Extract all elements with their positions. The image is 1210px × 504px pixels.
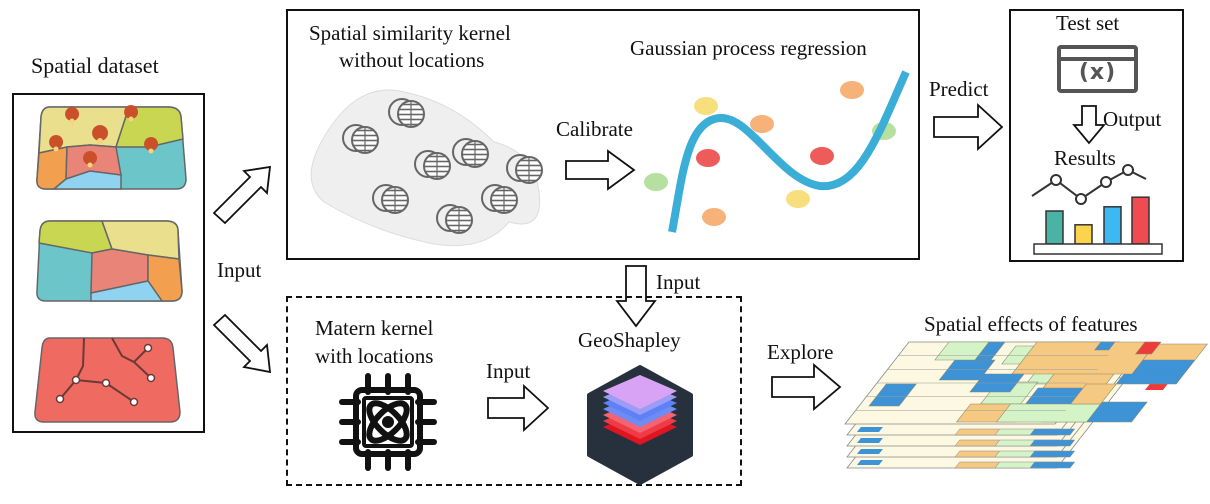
- input-arrow-right: [487, 383, 550, 433]
- layer-cell: [857, 438, 883, 443]
- results-chart-icon: [1031, 164, 1163, 255]
- input-label-down: Input: [656, 270, 701, 294]
- results-base: [1033, 243, 1163, 255]
- gpr-plot: [644, 70, 910, 233]
- matern-title-line2: with locations: [315, 344, 434, 368]
- network-data-map: [34, 337, 181, 423]
- layer-cell: [857, 427, 883, 432]
- explore-arrow: [771, 363, 842, 411]
- spatial-dataset-title: Spatial dataset: [31, 53, 159, 78]
- predict-arrow: [933, 102, 1004, 152]
- explore-label: Explore: [767, 340, 834, 364]
- effects-cell: [1134, 341, 1162, 355]
- layer-cell: [857, 460, 883, 465]
- test-set-title: Test set: [1056, 11, 1120, 35]
- gpr-point: [644, 173, 668, 191]
- effects-cell: [995, 403, 1102, 423]
- results-bar: [1103, 206, 1122, 245]
- results-bar: [1131, 196, 1150, 245]
- layer-cell: [1029, 450, 1076, 458]
- input-label-right: Input: [486, 359, 531, 383]
- results-bar: [1074, 224, 1093, 245]
- layer-cell: [954, 439, 1001, 447]
- trend-point: [1122, 164, 1134, 176]
- kernel-title-line1: Spatial similarity kernel: [309, 21, 511, 45]
- matern-title-line1: Matern kernel: [315, 316, 434, 340]
- matern-kernel-chip-icon: [339, 373, 437, 471]
- layer-cell: [954, 461, 1001, 469]
- gpr-point: [694, 97, 718, 115]
- layer-cell: [954, 428, 1001, 436]
- explanation-panel: [286, 296, 742, 486]
- input-arrow-up-right: [212, 165, 272, 225]
- layer-cell: [857, 449, 883, 454]
- test-set-icon-header: [1061, 57, 1134, 61]
- spatial-effects-layer-stack: [844, 341, 1209, 469]
- test-results-panel: [1009, 9, 1184, 262]
- effects-cell: [868, 383, 917, 407]
- calibrate-arrow: [565, 149, 636, 191]
- gpr-point: [786, 190, 810, 208]
- output-label: Output: [1103, 107, 1162, 131]
- geoshapley-title: GeoShapley: [578, 328, 681, 352]
- gpr-panel: [286, 9, 920, 260]
- effects-cell: [1094, 341, 1116, 351]
- polygon-data-map: [36, 220, 183, 302]
- geoshapley-logo-icon: [587, 365, 693, 485]
- kernel-title-line2: without locations: [339, 48, 485, 72]
- layer-cell: [1029, 439, 1076, 447]
- spatial-effects-title: Spatial effects of features: [924, 312, 1138, 336]
- results-bar: [1045, 210, 1064, 245]
- trend-point: [1050, 174, 1062, 186]
- effects-cell: [938, 359, 996, 381]
- gpr-point: [810, 147, 834, 165]
- input-arrow-down-right: [212, 313, 272, 374]
- trend-point: [1075, 193, 1087, 205]
- output-arrow: [1072, 105, 1106, 145]
- results-title: Results: [1054, 146, 1116, 170]
- predict-label: Predict: [929, 77, 989, 101]
- trend-point: [1100, 176, 1112, 188]
- layer-cell: [954, 450, 1001, 458]
- spatial-dataset-panel: [12, 93, 205, 433]
- gpr-point: [696, 149, 720, 167]
- calibrate-label: Calibrate: [556, 117, 633, 141]
- gpr-point: [840, 81, 864, 99]
- layer-cell: [1029, 461, 1076, 469]
- gpr-curve: [668, 70, 910, 233]
- input-label-left: Input: [217, 258, 262, 282]
- gpr-point: [750, 115, 774, 133]
- similarity-kernel-cloud: [310, 89, 543, 247]
- point-data-map: [36, 105, 187, 190]
- effects-cell: [1069, 383, 1117, 405]
- test-set-icon-glyph: (x): [1078, 60, 1117, 85]
- gpr-title: Gaussian process regression: [630, 36, 867, 60]
- layer-cell: [1029, 428, 1076, 436]
- test-set-icon: (x): [1057, 45, 1138, 93]
- gpr-point: [702, 208, 726, 226]
